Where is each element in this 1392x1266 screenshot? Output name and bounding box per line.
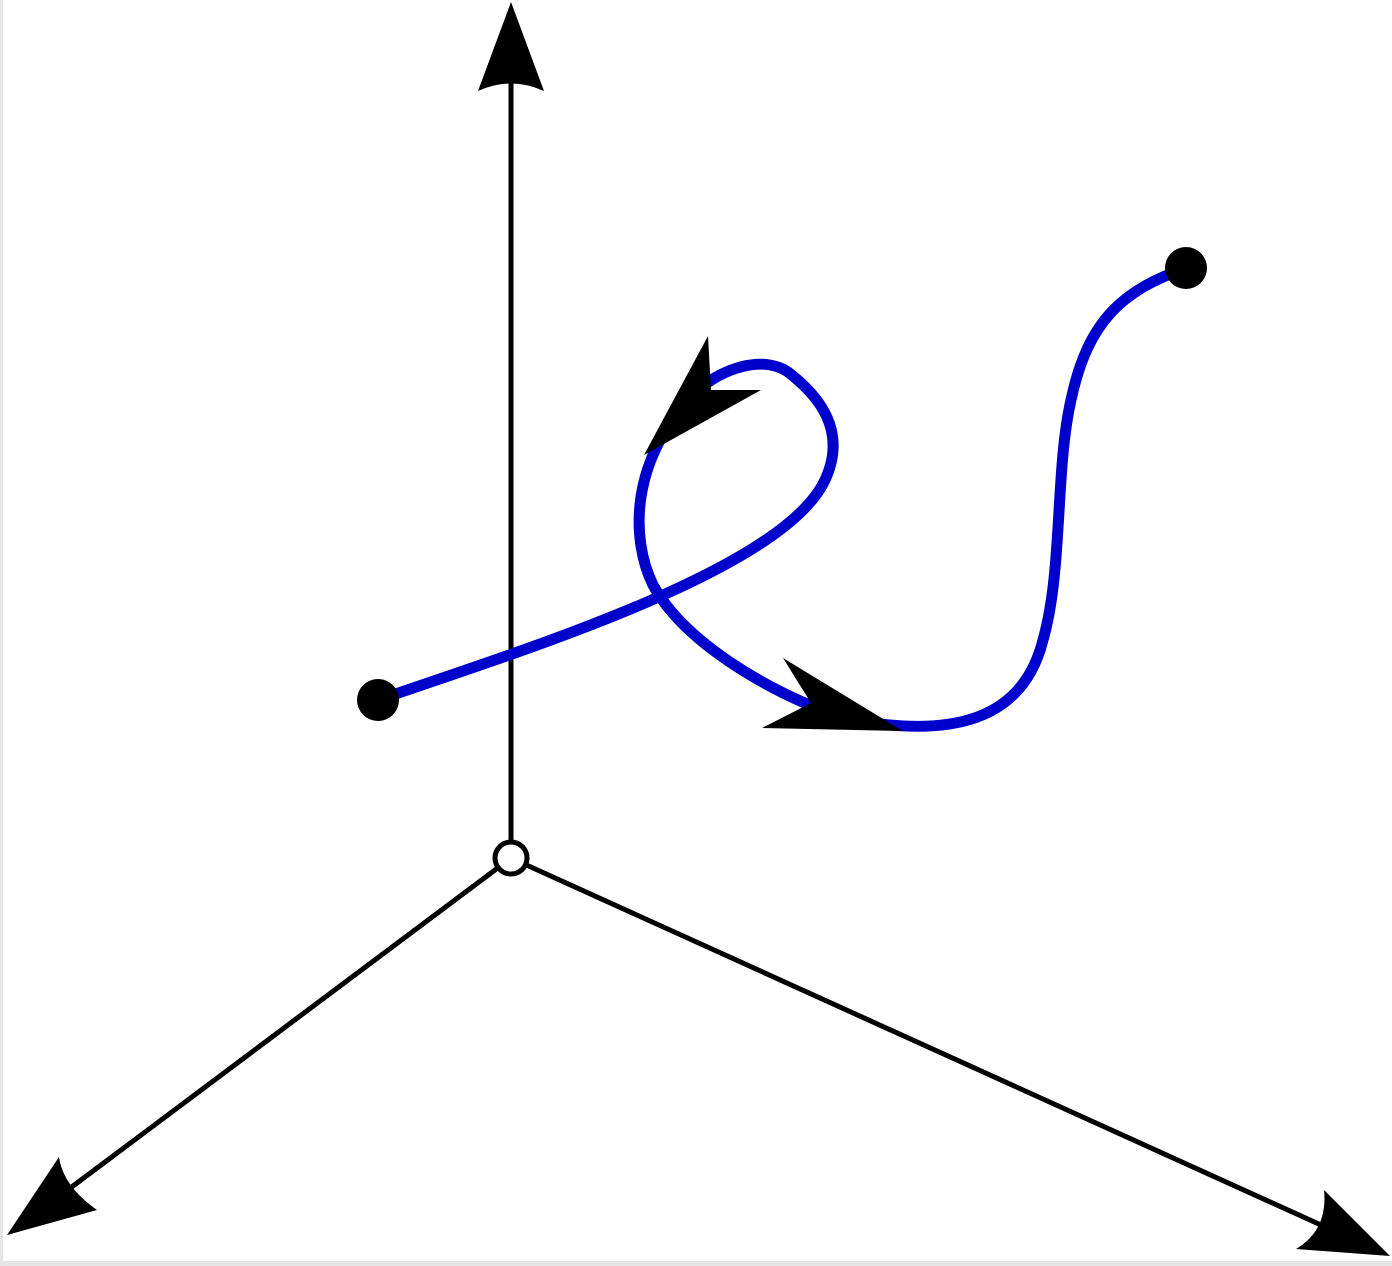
curve-end-point [1165, 247, 1207, 289]
left-axis-line [63, 855, 513, 1195]
space-curve [357, 247, 1207, 732]
left-axis-arrowhead [7, 1157, 97, 1235]
vertical-axis-arrowhead [478, 2, 544, 91]
direction-arrow-upper [644, 336, 761, 455]
direction-arrow-lower [762, 658, 903, 731]
axes [7, 2, 1390, 1256]
curve-start-point [357, 679, 399, 721]
right-axis-line [509, 855, 1323, 1228]
diagram-canvas [7, 2, 1390, 1256]
curve-path [372, 262, 1192, 732]
origin-marker [492, 839, 530, 877]
right-axis-arrowhead [1296, 1190, 1390, 1256]
